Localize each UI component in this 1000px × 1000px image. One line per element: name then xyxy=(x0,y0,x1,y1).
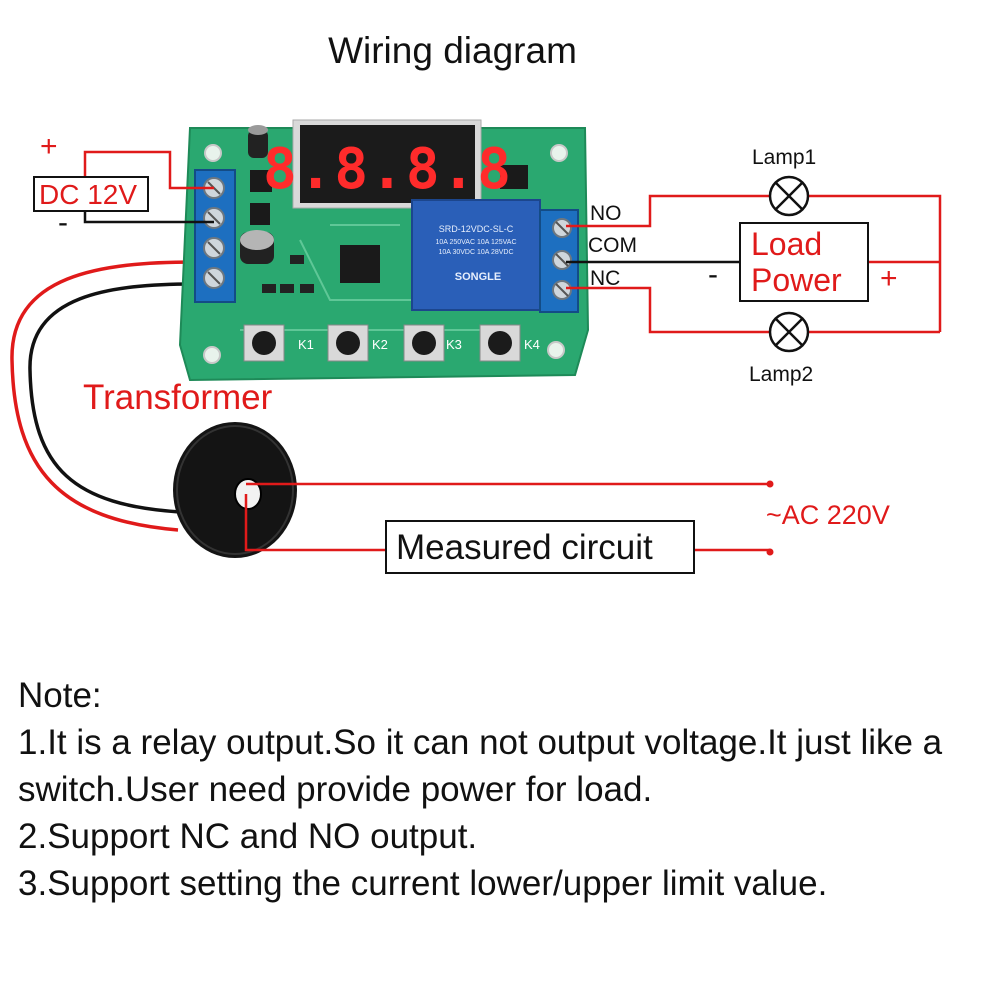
terminal-nc-label: NC xyxy=(590,267,621,290)
transistor-2 xyxy=(250,203,270,225)
load-plus-sign: + xyxy=(880,262,898,295)
button-k4: K4 xyxy=(479,324,540,362)
notes-section: Note: 1.It is a relay output.So it can n… xyxy=(18,672,978,907)
terminal-no-label: NO xyxy=(590,202,622,225)
nc-wire xyxy=(566,286,770,334)
dc-plus-sign: + xyxy=(40,130,58,163)
transformer-red-lead xyxy=(10,260,196,532)
button-k3-label: K3 xyxy=(446,337,462,352)
lamp1-label: Lamp1 xyxy=(752,146,817,169)
transistor-1 xyxy=(250,170,272,192)
lamp2-icon xyxy=(768,311,810,353)
measured-circuit-box: Measured circuit xyxy=(385,520,695,574)
dc-minus-wire xyxy=(83,208,214,224)
button-k1: K1 xyxy=(243,324,314,362)
relay-rating1-text: 10A 250VAC 10A 125VAC xyxy=(435,239,516,246)
button-k1-label: K1 xyxy=(298,337,314,352)
electrolytic-capacitor-bottom xyxy=(240,230,274,264)
electrolytic-capacitor-top xyxy=(248,125,268,158)
pcb-board xyxy=(178,127,590,382)
dc-minus-sign: - xyxy=(58,206,68,239)
diagram-title: Wiring diagram xyxy=(328,30,577,71)
dc-label-box: DC 12V xyxy=(33,176,149,212)
button-k2: K2 xyxy=(327,324,388,362)
display-digits: 8.8.8.8 xyxy=(263,137,513,202)
smd-resistors xyxy=(262,255,314,293)
load-power-box: Load Power xyxy=(739,222,869,302)
note-item-1: 1.It is a relay output.So it can not out… xyxy=(18,723,943,809)
button-k3: K3 xyxy=(403,324,462,362)
button-k2-label: K2 xyxy=(372,337,388,352)
ac-terminal-top xyxy=(766,480,774,488)
button-k4-label: K4 xyxy=(524,337,540,352)
seven-segment-display: 8.8.8.8 xyxy=(263,119,513,209)
notes-heading: Note: xyxy=(18,676,102,715)
note-item-2: 2.Support NC and NO output. xyxy=(18,817,478,856)
ic-mcu xyxy=(340,245,380,283)
relay-model-text: SRD-12VDC-SL-C xyxy=(439,224,514,234)
no-wire xyxy=(566,194,770,228)
terminal-com-label: COM xyxy=(588,234,637,257)
transformer-black-lead xyxy=(28,282,196,514)
relay-module: SRD-12VDC-SL-C 10A 250VAC 10A 125VAC 10A… xyxy=(411,199,541,311)
current-transformer-icon xyxy=(173,422,297,558)
lamp2-label: Lamp2 xyxy=(749,363,814,386)
ac-terminal-bottom xyxy=(766,548,774,556)
load-label-line1: Load xyxy=(751,226,823,262)
power-terminal-block xyxy=(194,169,236,303)
note-item-3: 3.Support setting the current lower/uppe… xyxy=(18,864,828,903)
lamp1-icon xyxy=(768,175,810,217)
ac-voltage-label: ~AC 220V xyxy=(766,500,890,530)
wiring-svg: 8.8.8.8 SRD-12VDC-SL-C 10A 250VAC 10A 12… xyxy=(10,119,942,558)
relay-rating2-text: 10A 30VDC 10A 28VDC xyxy=(438,249,513,256)
lamp1-to-right xyxy=(808,194,942,332)
dc-plus-wire xyxy=(83,150,214,195)
transformer-label: Transformer xyxy=(83,378,273,417)
measured-circuit-label: Measured circuit xyxy=(396,528,653,567)
load-label-line2: Power xyxy=(751,262,842,298)
load-minus-sign: - xyxy=(708,258,718,291)
dc-label: DC 12V xyxy=(39,179,138,210)
relay-brand-text: SONGLE xyxy=(455,271,501,283)
ic-small xyxy=(500,165,528,189)
